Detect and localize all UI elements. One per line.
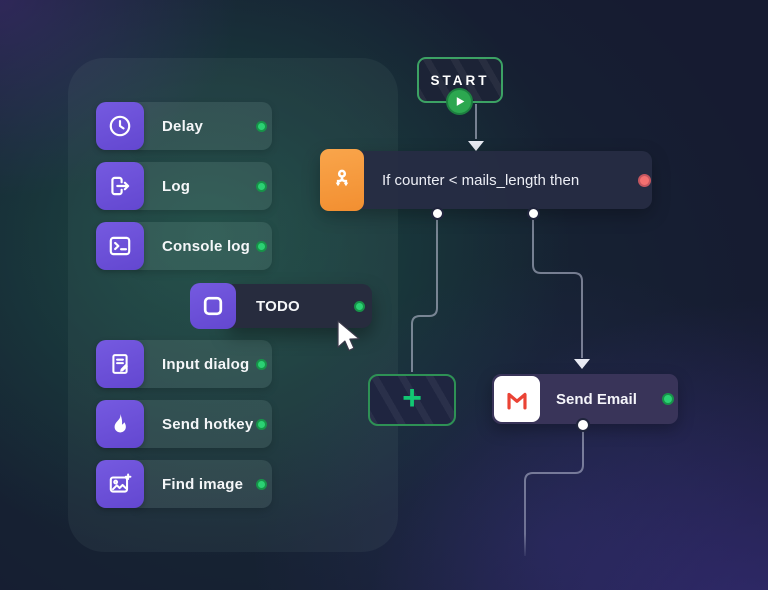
wire-condition-to-email: [532, 218, 583, 358]
terminal-icon: [109, 236, 131, 256]
clock-icon: [109, 115, 131, 137]
connector-dot: [256, 418, 267, 430]
palette-block-send-hotkey[interactable]: Send hotkey: [96, 400, 272, 448]
branch-icon: [335, 169, 349, 187]
play-icon: [456, 97, 465, 106]
email-success-connector[interactable]: [662, 393, 674, 405]
add-block-button[interactable]: +: [368, 374, 456, 426]
condition-output-1[interactable]: [431, 207, 444, 220]
block-label: TODO: [256, 297, 300, 315]
palette-block-console-log[interactable]: Console log: [96, 222, 272, 270]
run-workflow-button[interactable]: [446, 88, 473, 115]
wire-email-output: [524, 430, 584, 556]
block-label: Input dialog: [162, 355, 250, 373]
palette-block-find-image[interactable]: Find image: [96, 460, 272, 508]
connector-dot: [256, 478, 267, 490]
start-node-label: START: [430, 72, 490, 88]
connector-dot: [256, 180, 267, 192]
block-label: Find image: [162, 475, 244, 493]
connector-dot: [256, 358, 267, 370]
wire-condition-to-add: [411, 218, 438, 372]
condition-output-2[interactable]: [527, 207, 540, 220]
plus-icon: +: [402, 379, 422, 417]
arrowhead-email-input: [574, 359, 590, 369]
condition-node[interactable]: If counter < mails_length then: [320, 151, 652, 209]
square-icon: [203, 296, 223, 316]
palette-block-delay[interactable]: Delay: [96, 102, 272, 150]
block-label: Delay: [162, 117, 204, 135]
connector-dot: [354, 300, 365, 312]
block-label: Log: [162, 177, 191, 195]
block-label: Console log: [162, 237, 251, 255]
image-plus-icon: [109, 473, 132, 493]
logout-icon: [111, 176, 130, 196]
condition-error-connector[interactable]: [638, 174, 651, 187]
flame-icon: [114, 414, 126, 433]
palette-block-input-dialog[interactable]: Input dialog: [96, 340, 272, 388]
palette-block-log[interactable]: Log: [96, 162, 272, 210]
connector-dot: [256, 120, 267, 132]
block-label: Send hotkey: [162, 415, 254, 433]
connector-dot: [256, 240, 267, 252]
gmail-icon: [507, 392, 527, 410]
note-pencil-icon: [112, 354, 129, 374]
email-output-connector[interactable]: [576, 418, 590, 432]
condition-node-label: If counter < mails_length then: [382, 171, 580, 189]
send-email-label: Send Email: [556, 390, 637, 408]
mouse-cursor-icon: [337, 320, 360, 351]
dragged-block-todo[interactable]: TODO: [190, 283, 372, 329]
arrowhead-condition-input: [468, 141, 484, 151]
